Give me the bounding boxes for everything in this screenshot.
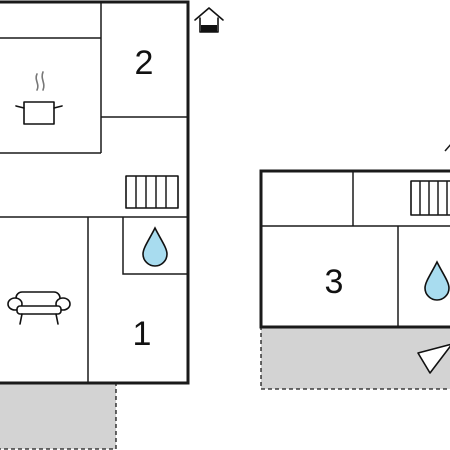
stairs-icon — [410, 180, 450, 216]
bathroom-drop-icon — [424, 260, 450, 301]
terrace-right — [260, 326, 450, 390]
room-label-2: 2 — [135, 44, 154, 82]
sofa-icon — [7, 291, 71, 325]
compass-arrow-icon — [417, 144, 450, 374]
room-label-1: 1 — [133, 315, 152, 353]
stairs-icon — [125, 175, 179, 209]
bathroom-drop-icon — [142, 226, 168, 267]
right-unit — [259, 169, 450, 329]
room-label-3: 3 — [325, 263, 344, 301]
terrace-left — [0, 382, 117, 450]
entrance-icon — [194, 7, 224, 33]
kitchen-pot-icon — [15, 71, 63, 125]
left-unit — [0, 0, 190, 385]
